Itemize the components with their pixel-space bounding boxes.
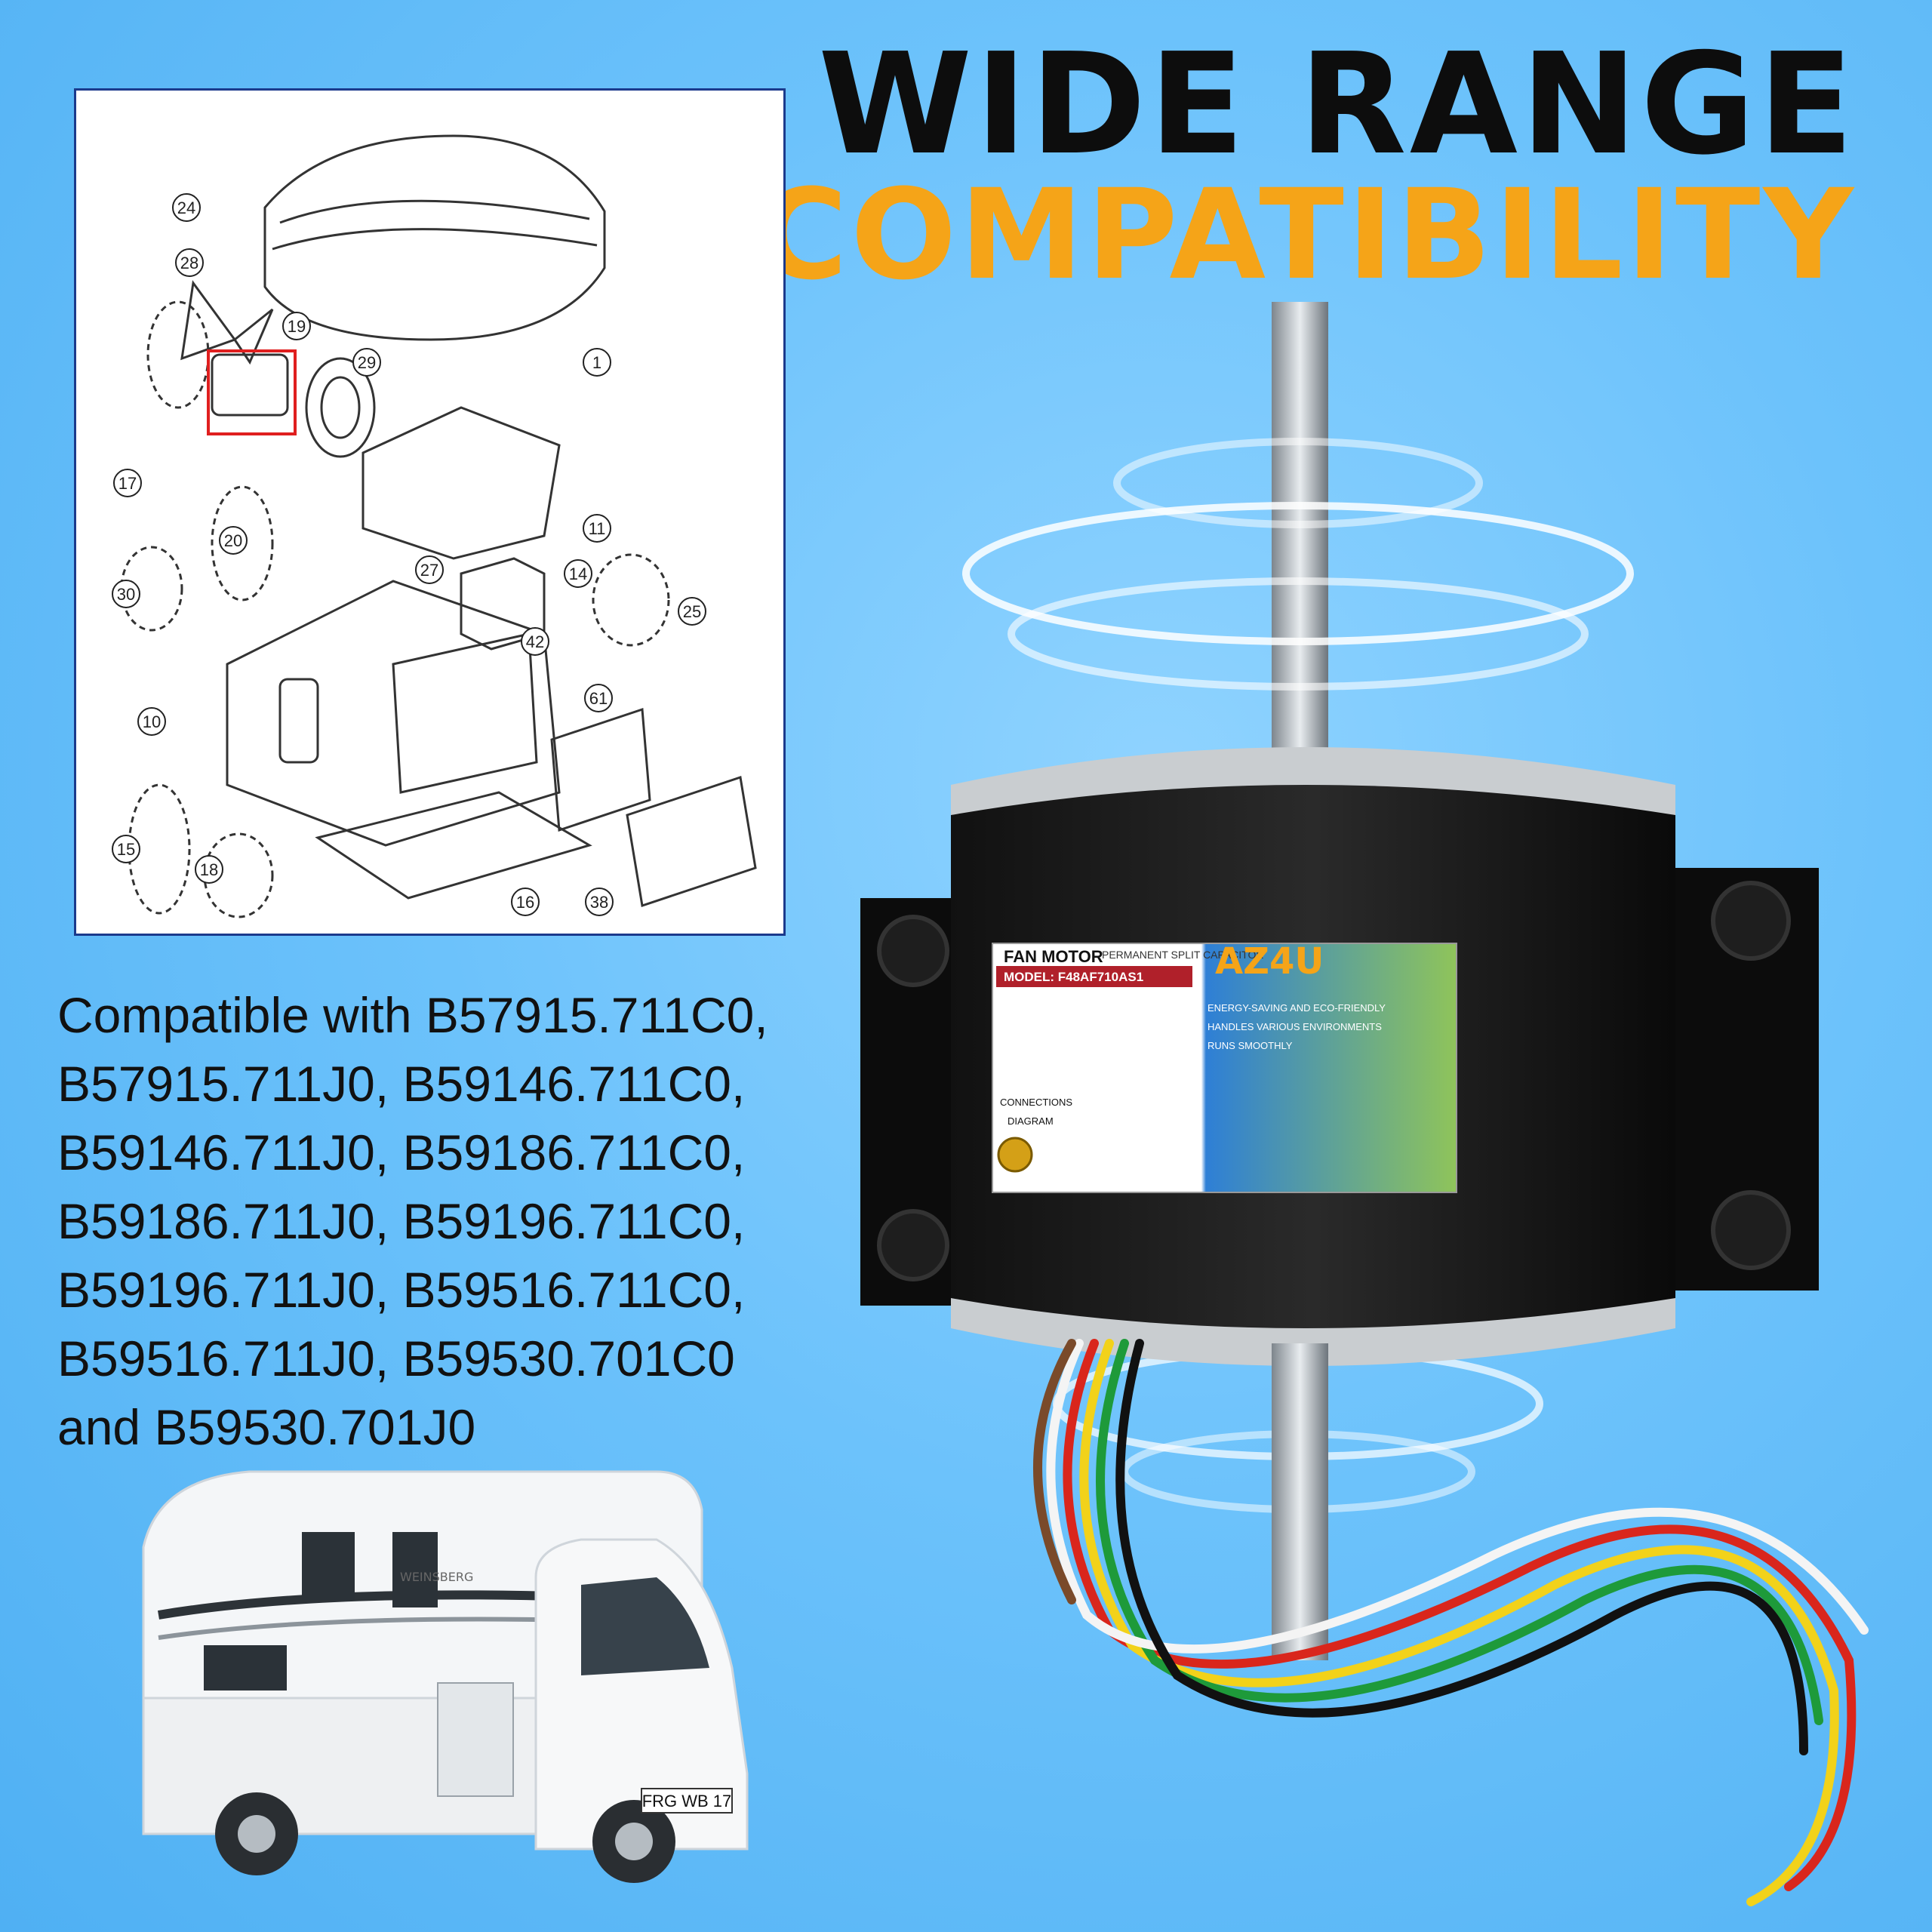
label-feature: ENERGY-SAVING AND ECO-FRIENDLY [1208, 1002, 1386, 1014]
label-title: FAN MOTOR [1004, 947, 1103, 966]
part-label: 42 [526, 632, 544, 651]
fan-motor-image: FAN MOTOR PERMANENT SPLIT CAPACITOR MODE… [860, 302, 1869, 1906]
diagram-drawing: 24 28 19 29 1 17 11 20 14 27 30 25 42 61… [112, 134, 757, 918]
part-label: 1 [592, 353, 601, 372]
base-pan-shape [361, 406, 561, 560]
condenser-shape [226, 580, 561, 847]
part-label: 29 [358, 353, 376, 372]
motor-shaft-bottom [1272, 1343, 1328, 1660]
part-label: 27 [420, 561, 438, 580]
ceiling-cover-shape [626, 776, 757, 907]
part-label: 24 [177, 198, 195, 217]
part-label: 38 [590, 893, 608, 912]
part-label: 30 [117, 585, 135, 604]
part-label: 19 [288, 317, 306, 336]
label-subtitle: PERMANENT SPLIT CAPACITOR [1102, 949, 1263, 961]
license-plate: FRG WB 17 [642, 1792, 732, 1810]
part-label: 14 [569, 565, 587, 583]
part-label: 16 [516, 893, 534, 912]
compatibility-line: B57915.711J0, B59146.711C0, [57, 1056, 746, 1112]
part-label: 11 [589, 519, 606, 538]
label-feature: RUNS SMOOTHLY [1208, 1040, 1293, 1051]
rv-brand-text: WEINSBERG [400, 1570, 473, 1584]
compatibility-line: B59146.711J0, B59186.711C0, [57, 1124, 746, 1180]
label-diagram: DIAGRAM [1008, 1115, 1054, 1127]
part-label: 17 [118, 474, 137, 493]
blower-wheel-shape [305, 357, 376, 458]
motor-shape [211, 353, 289, 417]
label-model: MODEL: F48AF710AS1 [1004, 970, 1143, 984]
part-label: 28 [180, 254, 198, 272]
compatibility-line: and B59530.701J0 [57, 1399, 476, 1455]
label-feature: HANDLES VARIOUS ENVIRONMENTS [1208, 1021, 1382, 1032]
part-label: 61 [589, 689, 608, 708]
part-label: 25 [683, 602, 701, 621]
compatibility-line: B59196.711J0, B59516.711C0, [57, 1262, 746, 1318]
compatibility-list: Compatible with B57915.711C0, B57915.711… [57, 981, 872, 1462]
part-label: 18 [200, 860, 218, 879]
part-label: 20 [224, 531, 242, 550]
compatibility-line: B59516.711J0, B59530.701C0 [57, 1331, 735, 1386]
gasket-shape [315, 791, 592, 900]
headline-line-1: WIDE RANGE [818, 23, 1857, 186]
rv-motorhome-image: WEINSBERG FRG WB 17 [142, 1470, 749, 1883]
brand-logo: AZ4U [1215, 940, 1324, 983]
label-connections: CONNECTIONS [1000, 1097, 1072, 1108]
lead-wires [1033, 1339, 1869, 1906]
part-label: 10 [143, 712, 161, 731]
headline-line-2: COMPATIBILITY [756, 162, 1857, 307]
motor-shaft-top [1272, 302, 1328, 785]
part-label: 15 [117, 840, 135, 859]
exploded-parts-diagram: 24 28 19 29 1 17 11 20 14 27 30 25 42 61… [74, 88, 786, 936]
compatibility-line: B59186.711J0, B59196.711C0, [57, 1193, 746, 1249]
shroud-shape [263, 134, 606, 341]
motor-highlight-box [207, 349, 297, 435]
compatibility-line: Compatible with B57915.711C0, [57, 987, 768, 1043]
